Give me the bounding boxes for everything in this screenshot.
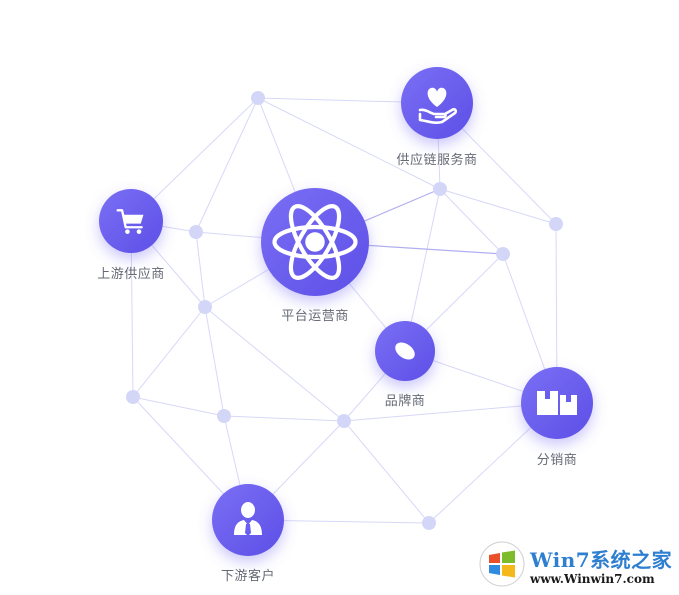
edge-d6-d8 [204,306,225,417]
person-tie-icon [234,502,262,536]
node-platform [261,188,369,296]
label-customer: 下游客户 [220,569,276,584]
node-circle [212,484,284,556]
node-upstream [99,189,163,253]
label-platform: 平台运营商 [281,309,349,324]
node-supply-chain [401,67,473,139]
junction-dot [217,409,231,423]
windows-logo-icon [479,541,525,587]
junction-dot [496,247,510,261]
node-brand [375,321,435,381]
edge-d9-d10 [343,420,430,524]
edge-d6-d9 [204,306,345,422]
edge-d2-d3 [439,188,557,225]
label-brand: 品牌商 [384,394,426,409]
junction-dot [251,91,265,105]
junction-dot [422,516,436,530]
watermark-logo: Win7系统之家 www.Winwin7.com [478,540,674,592]
edge-d2-d5 [439,188,504,255]
label-supply-chain: 供应链服务商 [396,153,478,168]
edge-d8-d9 [223,415,345,422]
edge-d7-d8 [132,396,225,417]
watermark-url: www.Winwin7.com [530,572,655,586]
junction-dot [126,390,140,404]
shopping-cart-icon [116,209,144,234]
edge-d6-d7 [132,306,206,398]
boxes-icon [537,391,577,415]
junction-dot [337,414,351,428]
junction-dots [126,91,563,530]
edge-d4-d6 [195,231,206,308]
atom-icon [272,204,358,280]
junction-dot [433,182,447,196]
edge-d1-d4 [195,97,259,233]
junction-dot [549,217,563,231]
edge-d1-d2 [257,97,441,190]
heart-hand-icon [418,87,458,124]
label-upstream: 上游供应商 [97,267,165,282]
node-customer [212,484,284,556]
label-distributor: 分销商 [536,453,578,468]
entity-nodes [99,67,593,556]
junction-dot [198,300,212,314]
watermark-title: Win7系统之家 [530,548,673,572]
leaf-icon [395,342,415,360]
node-distributor [521,367,593,439]
junction-dot [189,225,203,239]
